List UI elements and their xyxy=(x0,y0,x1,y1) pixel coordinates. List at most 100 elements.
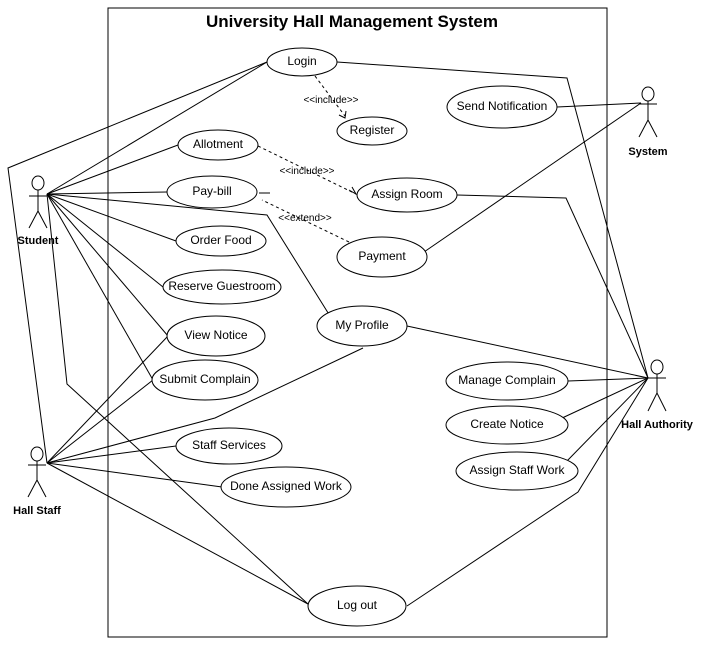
assoc-hallstaff-logout xyxy=(46,462,309,605)
assoc-student-allotment xyxy=(46,144,179,195)
use-case-submit-complain-label: Submit Complain xyxy=(159,372,250,386)
use-case-view-notice[interactable]: View Notice xyxy=(166,315,266,357)
stick-figure-icon xyxy=(638,86,658,138)
include-login-register xyxy=(314,75,346,117)
use-case-login-ellipse xyxy=(266,47,338,77)
actor-student-label: Student xyxy=(18,235,59,247)
use-case-pay-bill[interactable]: Pay-bill xyxy=(166,175,258,209)
actor-hall-staff-label: Hall Staff xyxy=(13,505,61,517)
include-allotment-assignroom-arrow xyxy=(348,186,358,196)
assoc-hallstaff-staffservices xyxy=(46,445,177,464)
use-case-my-profile-ellipse xyxy=(316,305,408,347)
use-case-assign-room-ellipse xyxy=(356,177,458,213)
actor-system-label: System xyxy=(628,146,667,158)
assoc-student-myprofile xyxy=(46,193,331,317)
use-case-my-profile[interactable]: My Profile xyxy=(316,305,408,347)
use-case-send-notification[interactable]: Send Notification xyxy=(446,85,558,129)
use-case-view-notice-ellipse xyxy=(166,315,266,357)
assoc-hallauthority-login xyxy=(336,61,649,379)
use-case-send-notification-ellipse xyxy=(446,85,558,129)
use-case-pay-bill-ellipse xyxy=(166,175,258,209)
use-case-my-profile-label: My Profile xyxy=(335,318,389,332)
use-case-manage-complain-label: Manage Complain xyxy=(458,373,555,387)
actor-hall-staff[interactable]: Hall Staff xyxy=(13,446,61,517)
use-case-submit-complain[interactable]: Submit Complain xyxy=(151,359,259,401)
use-case-assign-staff-work-ellipse xyxy=(455,451,579,491)
use-case-send-notification-label: Send Notification xyxy=(457,99,548,113)
dependencies: <<include>> <<include>> <<extend>> xyxy=(257,75,359,243)
use-case-payment[interactable]: Payment xyxy=(336,236,428,278)
use-case-log-out-ellipse xyxy=(307,585,407,627)
assoc-hallauthority-logout xyxy=(406,377,649,607)
use-case-done-assigned-work[interactable]: Done Assigned Work xyxy=(220,466,352,508)
use-case-order-food-ellipse xyxy=(175,225,267,257)
use-case-login-label: Login xyxy=(287,54,316,68)
assoc-system-sendnotification xyxy=(556,102,642,108)
use-case-register[interactable]: Register xyxy=(336,116,408,146)
assoc-student-login xyxy=(46,61,268,195)
use-case-register-label: Register xyxy=(350,123,395,137)
assoc-student-submitcomplain xyxy=(46,193,154,381)
use-case-login[interactable]: Login xyxy=(266,47,338,77)
use-case-assign-staff-work[interactable]: Assign Staff Work xyxy=(455,451,579,491)
use-case-log-out-label: Log out xyxy=(337,598,378,612)
use-case-view-notice-label: View Notice xyxy=(184,328,247,342)
stick-figure-icon xyxy=(647,359,667,412)
assoc-student-reserveguestroom xyxy=(46,193,164,288)
use-case-reserve-guestroom-ellipse xyxy=(162,269,282,305)
include-login-register-arrow xyxy=(338,110,347,119)
actor-student[interactable]: Student xyxy=(18,175,59,247)
stick-figure-icon xyxy=(27,446,47,498)
use-case-create-notice[interactable]: Create Notice xyxy=(445,405,569,445)
assoc-hallstaff-myprofile xyxy=(46,347,364,464)
use-case-manage-complain-ellipse xyxy=(445,361,569,401)
use-case-order-food-label: Order Food xyxy=(190,233,251,247)
use-case-manage-complain[interactable]: Manage Complain xyxy=(445,361,569,401)
assoc-hallstaff-viewnotice xyxy=(46,335,169,464)
assoc-student-paybill xyxy=(46,191,168,195)
use-case-payment-label: Payment xyxy=(358,249,406,263)
actor-hall-authority[interactable]: Hall Authority xyxy=(621,359,694,431)
use-case-staff-services[interactable]: Staff Services xyxy=(175,427,283,465)
assoc-hallstaff-doneassignedwork xyxy=(46,462,223,488)
actor-system[interactable]: System xyxy=(628,86,668,158)
assoc-student-logout xyxy=(46,193,309,605)
assoc-hallstaff-submitcomplain xyxy=(46,379,154,464)
use-case-allotment[interactable]: Allotment xyxy=(177,129,259,161)
stick-figure-icon xyxy=(28,175,48,229)
assoc-hallstaff-login xyxy=(7,61,268,464)
assoc-hallauthority-assignroom xyxy=(456,194,649,379)
use-case-staff-services-label: Staff Services xyxy=(192,438,266,452)
use-case-done-assigned-work-ellipse xyxy=(220,466,352,508)
use-case-register-ellipse xyxy=(336,116,408,146)
use-case-assign-staff-work-label: Assign Staff Work xyxy=(470,463,566,477)
include-allotment-assignroom xyxy=(257,145,357,195)
use-case-allotment-label: Allotment xyxy=(193,137,244,151)
use-case-done-assigned-work-label: Done Assigned Work xyxy=(230,479,343,493)
use-case-pay-bill-label: Pay-bill xyxy=(192,184,231,198)
assoc-student-viewnotice xyxy=(46,193,169,337)
use-case-create-notice-label: Create Notice xyxy=(470,417,544,431)
use-case-payment-ellipse xyxy=(336,236,428,278)
assoc-student-orderfood xyxy=(46,193,177,242)
use-case-create-notice-ellipse xyxy=(445,405,569,445)
system-boundary xyxy=(107,7,608,638)
extend-label-payment-paybill: <<extend>> xyxy=(278,213,332,224)
use-case-order-food[interactable]: Order Food xyxy=(175,225,267,257)
use-case-submit-complain-ellipse xyxy=(151,359,259,401)
assoc-hallauthority-managecomplain xyxy=(567,377,649,382)
diagram-title: University Hall Management System xyxy=(206,12,498,31)
assoc-system-payment xyxy=(423,102,642,253)
use-case-allotment-ellipse xyxy=(177,129,259,161)
use-case-reserve-guestroom[interactable]: Reserve Guestroom xyxy=(162,269,282,305)
assoc-hallauthority-assignstaffwork xyxy=(565,377,649,463)
associations xyxy=(7,61,649,607)
include-label-login-register: <<include>> xyxy=(303,95,358,106)
include-label-allotment-assignroom: <<include>> xyxy=(279,166,334,177)
use-case-staff-services-ellipse xyxy=(175,427,283,465)
use-case-reserve-guestroom-label: Reserve Guestroom xyxy=(168,279,275,293)
use-case-log-out[interactable]: Log out xyxy=(307,585,407,627)
use-case-assign-room[interactable]: Assign Room xyxy=(356,177,458,213)
use-case-assign-room-label: Assign Room xyxy=(371,187,442,201)
